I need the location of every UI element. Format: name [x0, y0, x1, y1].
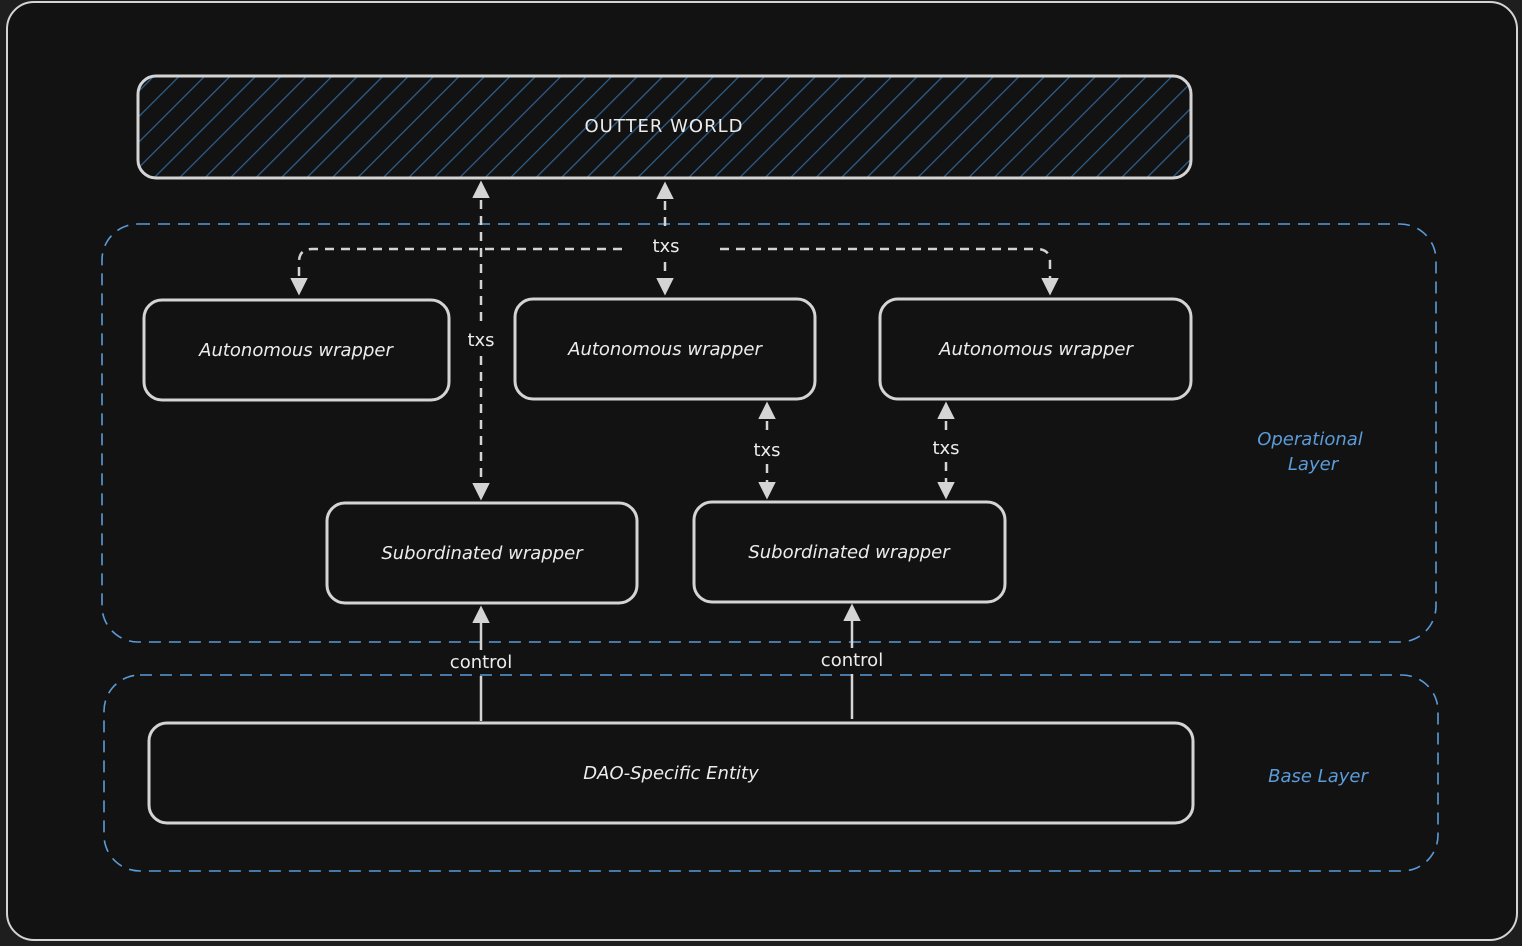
edge-label-txs-left: txs: [467, 330, 494, 351]
edge-label-txs-top: txs: [652, 236, 679, 257]
autonomous-wrapper-label-1: Autonomous wrapper: [198, 340, 394, 361]
edge-label-txs-right: txs: [932, 438, 959, 459]
edge-branch-right: [720, 247, 1059, 296]
subordinated-wrapper-box-2[interactable]: [692, 500, 1007, 604]
dao-entity-label: DAO-Specific Entity: [583, 763, 759, 784]
subordinated-wrapper-label-1: Subordinated wrapper: [381, 543, 584, 564]
autonomous-wrapper-box-2[interactable]: [513, 297, 817, 401]
base-layer-label: Base Layer: [1268, 766, 1369, 787]
operational-layer-label-line1: Operational: [1257, 429, 1363, 450]
edge-label-txs-mid: txs: [753, 440, 780, 461]
autonomous-wrapper-box-1[interactable]: [142, 298, 451, 402]
autonomous-wrapper-label-2: Autonomous wrapper: [567, 339, 763, 360]
outer-world-box[interactable]: [136, 74, 1193, 180]
autonomous-wrapper-box-3[interactable]: [878, 297, 1193, 401]
subordinated-wrapper-box-1[interactable]: [325, 501, 639, 605]
base-layer-container: [103, 674, 1439, 872]
subordinated-wrapper-label-2: Subordinated wrapper: [748, 542, 951, 563]
outer-world-label: OUTTER WORLD: [585, 116, 744, 137]
dao-entity-box[interactable]: [147, 721, 1195, 825]
operational-layer-label-line2: Layer: [1288, 454, 1340, 475]
edge-label-control-right: control: [821, 650, 883, 671]
edge-branch-left: [290, 247, 622, 296]
autonomous-wrapper-label-3: Autonomous wrapper: [938, 339, 1134, 360]
operational-layer-container: [101, 223, 1437, 643]
edge-label-control-left: control: [450, 652, 512, 673]
